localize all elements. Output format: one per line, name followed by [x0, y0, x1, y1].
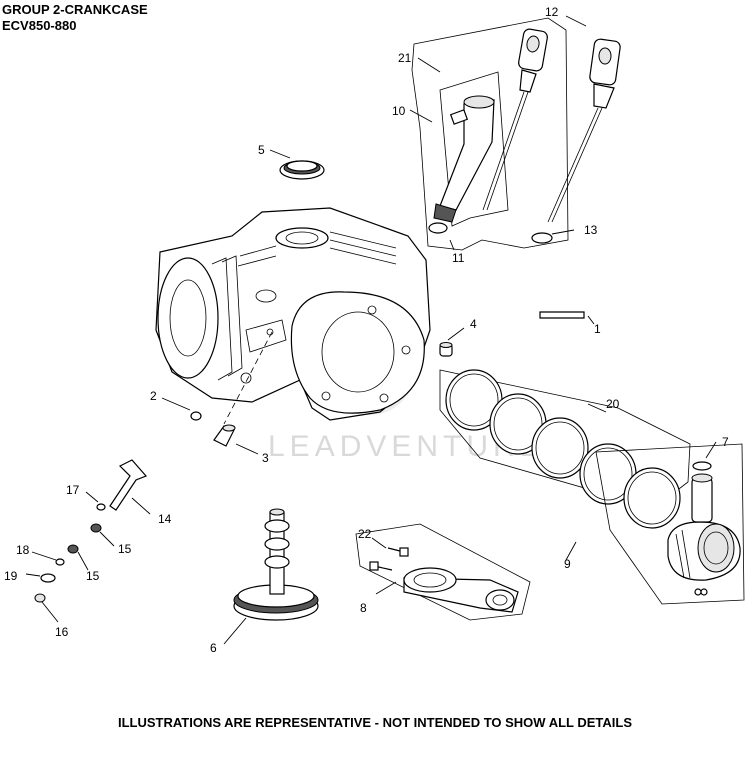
bushing-4	[439, 342, 453, 357]
disclaimer-footer: ILLUSTRATIONS ARE REPRESENTATIVE - NOT I…	[118, 715, 632, 730]
dipstick-group-outline	[411, 17, 569, 251]
retainer-7	[692, 461, 712, 471]
title-block: GROUP 2-CRANKCASE ECV850-880	[2, 2, 148, 34]
callout-18: 18	[16, 543, 30, 557]
callout-6: 6	[210, 641, 217, 655]
rod-group-outline	[355, 523, 531, 621]
oil-seal	[279, 160, 325, 180]
camshaft	[233, 508, 319, 621]
callout-20: 20	[606, 397, 620, 411]
connecting-rod	[403, 567, 519, 613]
callout-11: 11	[452, 251, 465, 265]
callout-10: 10	[392, 104, 406, 118]
callout-12: 12	[545, 5, 559, 19]
page-title: GROUP 2-CRANKCASE	[2, 2, 148, 17]
o-ring-11	[428, 222, 448, 234]
callout-14: 14	[158, 512, 172, 526]
callout-3: 3	[262, 451, 269, 465]
callout-labels: 12 21 10 5 11 13 4 1 2 3 20 7 17 14 15 1…	[4, 5, 729, 655]
piston-pin	[691, 473, 713, 523]
piston-rings	[445, 369, 681, 529]
seal-19	[40, 573, 56, 583]
rod-bolt-lower	[369, 561, 393, 571]
crankcase	[155, 207, 431, 421]
grommet-15-lower	[67, 544, 79, 554]
callout-4: 4	[470, 317, 477, 331]
callout-19: 19	[4, 569, 18, 583]
callout-9: 9	[564, 557, 571, 571]
callout-22: 22	[358, 527, 372, 541]
washer-18	[55, 558, 65, 566]
assembly-centerline	[223, 331, 273, 425]
pin-1	[539, 311, 585, 319]
callout-21: 21	[398, 51, 412, 65]
washer-17	[96, 503, 106, 511]
callout-17: 17	[66, 483, 80, 497]
leader-lines	[25, 15, 717, 645]
dipstick-short	[482, 28, 548, 211]
retainer-small-a	[694, 588, 702, 596]
dipstick-long	[547, 38, 621, 223]
plug-2	[190, 411, 202, 421]
callout-5: 5	[258, 143, 265, 157]
callout-13: 13	[584, 223, 598, 237]
piston-group-outline	[595, 443, 745, 605]
piston	[667, 521, 741, 581]
dowel-pin	[213, 424, 236, 447]
callout-7: 7	[722, 435, 729, 449]
breather-tube	[109, 459, 148, 511]
nut-16	[34, 593, 46, 603]
o-ring-13	[531, 232, 553, 244]
rod-bolt-upper	[387, 547, 409, 557]
callout-2: 2	[150, 389, 157, 403]
retainer-small-b	[700, 588, 708, 596]
callout-15-upper: 15	[118, 542, 132, 556]
dipstick-tube	[433, 95, 495, 223]
callout-15-lower: 15	[86, 569, 100, 583]
model-subtitle: ECV850-880	[2, 18, 77, 33]
callout-8: 8	[360, 601, 367, 615]
grommet-15-upper	[90, 523, 102, 533]
callout-16: 16	[55, 625, 69, 639]
callout-1: 1	[594, 322, 601, 336]
